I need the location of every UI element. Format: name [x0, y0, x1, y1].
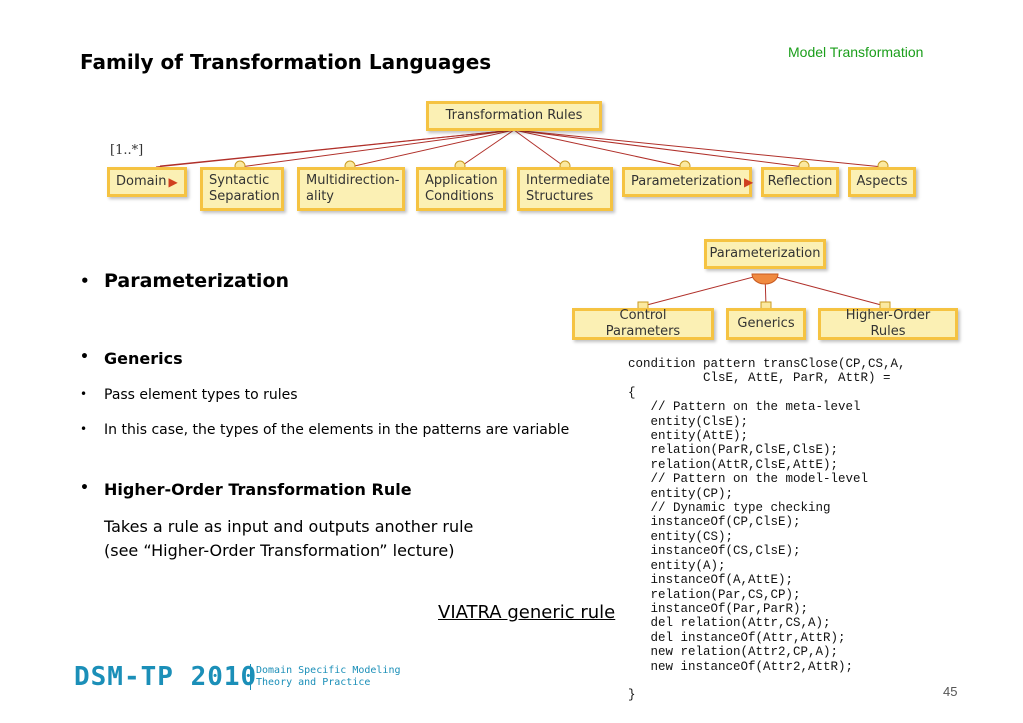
feature-label: Syntactic Separation — [209, 173, 280, 204]
feature-domain: Domain▶ — [107, 167, 187, 197]
code-listing: condition pattern transClose(CP,CS,A, Cl… — [628, 357, 906, 703]
code-line: del instanceOf(Attr,AttR); — [628, 630, 846, 645]
feature-multidirectionality: Multidirection- ality — [297, 167, 405, 211]
feature-control-parameters: Control Parameters — [572, 308, 714, 340]
code-line: // Pattern on the model-level — [628, 472, 869, 487]
bullet-text: Higher-Order Transformation Rule — [104, 480, 412, 499]
bullet-text: Pass element types to rules — [104, 387, 298, 403]
feature-parameterization-root: Parameterization — [704, 239, 826, 269]
higher-order-description: Takes a rule as input and outputs anothe… — [104, 515, 473, 563]
feature-label: Generics — [737, 316, 795, 331]
logo-subtitle-line: Domain Specific Modeling — [256, 665, 401, 676]
code-line: { — [628, 385, 636, 400]
code-line: condition pattern transClose(CP,CS,A, — [628, 357, 906, 371]
bullet-dot: • — [80, 480, 89, 496]
feature-aspects: Aspects — [848, 167, 916, 197]
feature-application-conditions: Application Conditions — [416, 167, 506, 211]
multiplicity-label: [1..*] — [110, 143, 144, 158]
feature-label: Aspects — [856, 174, 908, 189]
logo-subtitle-line: Theory and Practice — [256, 677, 371, 688]
dsm-tp-logo: DSM-TP 2010 — [74, 662, 258, 692]
bullet-dot: • — [80, 387, 88, 401]
feature-syntactic-separation: Syntactic Separation — [200, 167, 284, 211]
feature-label: Control Parameters — [605, 308, 681, 339]
code-line: instanceOf(Par,ParR); — [628, 601, 809, 616]
code-line: relation(AttR,ClsE,AttE); — [628, 457, 839, 472]
bullet-text: Generics — [104, 349, 183, 368]
feature-parameterization: Parameterization▶ — [622, 167, 754, 197]
viatra-generic-rule-link[interactable]: VIATRA generic rule — [438, 602, 616, 623]
code-line: entity(CP); — [628, 486, 734, 501]
bullet-pass-element-types: • Pass element types to rules — [80, 387, 298, 403]
code-line: instanceOf(CP,ClsE); — [628, 515, 801, 530]
bullet-text: In this case, the types of the elements … — [104, 422, 570, 438]
code-line: ClsE, AttE, ParR, AttR) = — [628, 371, 891, 386]
arrow-right-icon: ▶ — [168, 175, 178, 189]
bullet-dot: • — [80, 422, 88, 436]
description-line: (see “Higher-Order Transformation” lectu… — [104, 541, 455, 560]
feature-intermediate-structures: Intermediate Structures — [517, 167, 613, 211]
arrow-right-icon: ▶ — [743, 175, 754, 189]
bullet-parameterization: • Parameterization — [80, 270, 289, 292]
description-line: Takes a rule as input and outputs anothe… — [104, 517, 474, 536]
bullet-text: Parameterization — [104, 270, 290, 292]
code-line: // Pattern on the meta-level — [628, 400, 861, 415]
code-line: entity(A); — [628, 558, 726, 573]
slide-title: Family of Transformation Languages — [80, 50, 492, 74]
code-line: // Dynamic type checking — [628, 501, 831, 516]
corner-label: Model Transformation — [788, 44, 924, 60]
logo-divider — [250, 664, 251, 690]
bullet-higher-order: • Higher-Order Transformation Rule — [80, 480, 412, 499]
code-line: instanceOf(A,AttE); — [628, 573, 794, 588]
bullet-dot: • — [80, 272, 90, 290]
code-line: new relation(Attr2,CP,A); — [628, 645, 839, 660]
bullet-types-variable: • In this case, the types of the element… — [80, 422, 569, 438]
logo-subtitle: Domain Specific Modeling Theory and Prac… — [256, 665, 401, 689]
feature-label: Multidirection- ality — [306, 173, 400, 204]
bullet-generics: • Generics — [80, 349, 183, 368]
feature-label: Application Conditions — [425, 173, 498, 204]
code-line: relation(Par,CS,CP); — [628, 587, 801, 602]
bullet-dot: • — [80, 349, 89, 365]
feature-label: Parameterization — [631, 174, 742, 189]
feature-label: Intermediate Structures — [526, 173, 610, 204]
feature-label: Higher-Order Rules — [845, 308, 931, 339]
code-line: entity(CS); — [628, 529, 734, 544]
feature-transformation-rules: Transformation Rules — [426, 101, 602, 131]
feature-label: Reflection — [767, 174, 833, 189]
page-number: 45 — [943, 684, 958, 699]
feature-higher-order-rules: Higher-Order Rules — [818, 308, 958, 340]
code-line: new instanceOf(Attr2,AttR); — [628, 659, 854, 674]
feature-generics: Generics — [726, 308, 806, 340]
code-line: relation(ParR,ClsE,ClsE); — [628, 443, 839, 458]
code-line: entity(ClsE); — [628, 414, 749, 429]
code-line: instanceOf(CS,ClsE); — [628, 544, 801, 559]
code-line — [628, 674, 906, 688]
feature-label: Domain — [116, 174, 167, 189]
feature-label: Transformation Rules — [445, 108, 583, 123]
feature-label: Parameterization — [709, 246, 821, 261]
code-line: } — [628, 688, 636, 703]
code-line: entity(AttE); — [628, 429, 749, 444]
code-line: del relation(Attr,CS,A); — [628, 616, 831, 631]
feature-reflection: Reflection — [761, 167, 839, 197]
